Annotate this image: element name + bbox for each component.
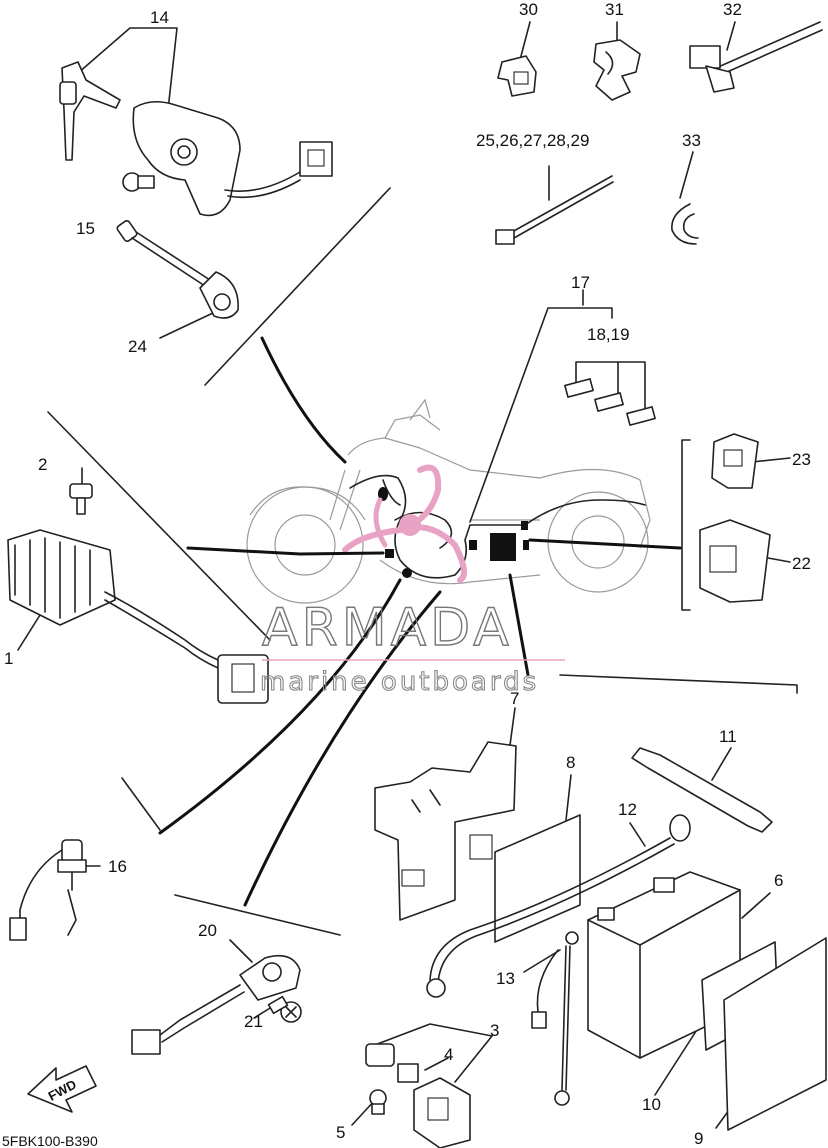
leader-lines [17,21,791,1129]
callout-17: 17 [571,273,590,292]
main-switch-assembly [59,61,333,217]
callout-33: 33 [682,131,701,150]
clamp-32 [689,21,823,93]
callout-32: 32 [723,0,742,19]
callout-25-29: 25,26,27,28,29 [476,131,589,150]
bolt-15 [122,172,155,192]
sensor-20 [131,954,301,1055]
section-frames [47,187,798,936]
callout-11: 11 [719,727,737,746]
callout-6: 6 [774,871,783,890]
callout-8: 8 [566,753,575,772]
callout-7: 7 [510,689,519,708]
pad-8 [494,814,581,943]
neutral-switch [9,839,87,941]
callout-30: 30 [519,0,538,19]
callout-2: 2 [38,455,47,474]
callout-labels: 1 2 3 4 5 6 7 8 9 10 11 12 13 14 15 16 1… [2,0,811,1148]
rectifier-regulator [7,529,269,704]
watermark-logo-emblem [342,464,467,583]
callout-18-19: 18,19 [587,325,630,344]
cable-tie [495,175,614,245]
callout-9: 9 [694,1129,703,1148]
callout-1: 1 [4,649,13,668]
battery-band [631,747,773,833]
callout-10: 10 [642,1095,661,1114]
band-33 [671,203,699,245]
callout-22: 22 [792,554,811,573]
callout-31: 31 [605,0,624,19]
watermark-brand: ARMADA [262,598,513,658]
relay-22 [699,519,771,603]
bolt-5 [369,1089,387,1115]
callout-13: 13 [496,969,515,988]
callout-14: 14 [150,8,169,27]
battery-box [374,741,517,921]
bolt-21 [267,995,302,1023]
lead-12 [426,814,691,998]
watermark-tagline: marine outboards [260,667,539,697]
motorcycle-outline [246,398,651,604]
clamp-31 [593,39,641,101]
callout-5: 5 [336,1123,345,1142]
relay-23 [711,433,759,489]
clamp-30 [497,55,537,97]
plate-9 [723,937,827,1131]
sensor-24 [116,219,239,319]
lead-13 [531,931,579,1106]
callout-4: 4 [444,1045,453,1064]
diagram-code: 5FBK100-B390 [2,1133,98,1148]
callout-21: 21 [244,1012,263,1031]
callout-23: 23 [792,450,811,469]
forward-arrow: FWD [27,1065,97,1113]
bolt-2 [69,483,93,515]
callout-20: 20 [198,921,217,940]
callout-15: 15 [76,219,95,238]
callout-16: 16 [108,857,127,876]
callout-24: 24 [128,337,147,356]
starter-relay [365,1043,471,1148]
callout-3: 3 [490,1021,499,1040]
callout-12: 12 [618,800,637,819]
fuses [564,378,656,426]
